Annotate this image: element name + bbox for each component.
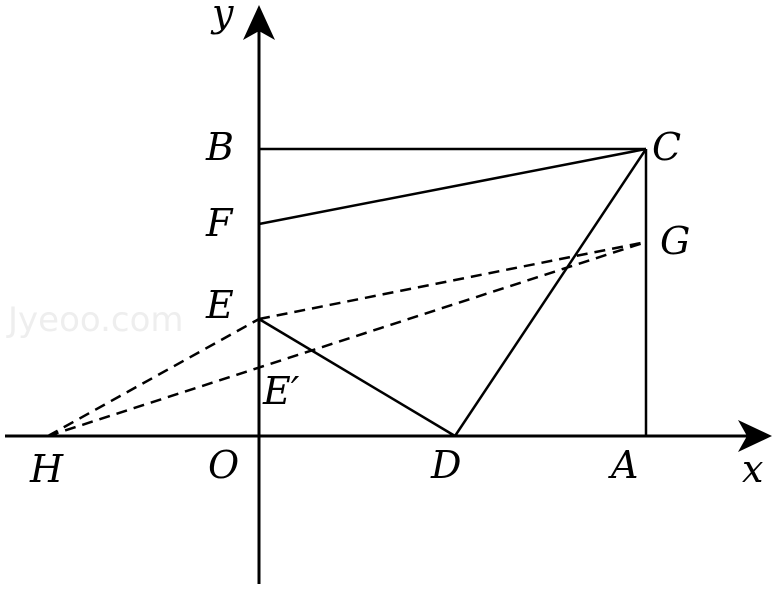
label-F: F: [205, 201, 234, 245]
segment-HG-dashed: [47, 240, 647, 438]
segment-HE-dashed: [47, 317, 260, 438]
label-A: A: [608, 443, 638, 487]
y-axis-label: y: [210, 0, 234, 35]
x-axis-label: x: [742, 447, 763, 491]
label-origin-O: O: [208, 443, 239, 487]
x-axis-arrow-icon: [738, 420, 772, 452]
segment-ED: [258, 317, 456, 438]
segment-EG-dashed: [258, 240, 647, 321]
segment-FC: [258, 147, 647, 226]
label-E-prime: E′: [262, 369, 300, 413]
label-G: G: [660, 219, 690, 263]
label-B: B: [205, 125, 234, 169]
label-H: H: [29, 447, 64, 491]
label-E: E: [205, 283, 234, 327]
segment-CD: [453, 148, 648, 437]
label-C: C: [652, 125, 681, 169]
watermark-text: Jyeoo.com: [6, 300, 184, 340]
y-axis-arrow-icon: [243, 5, 275, 40]
label-D: D: [430, 443, 461, 487]
